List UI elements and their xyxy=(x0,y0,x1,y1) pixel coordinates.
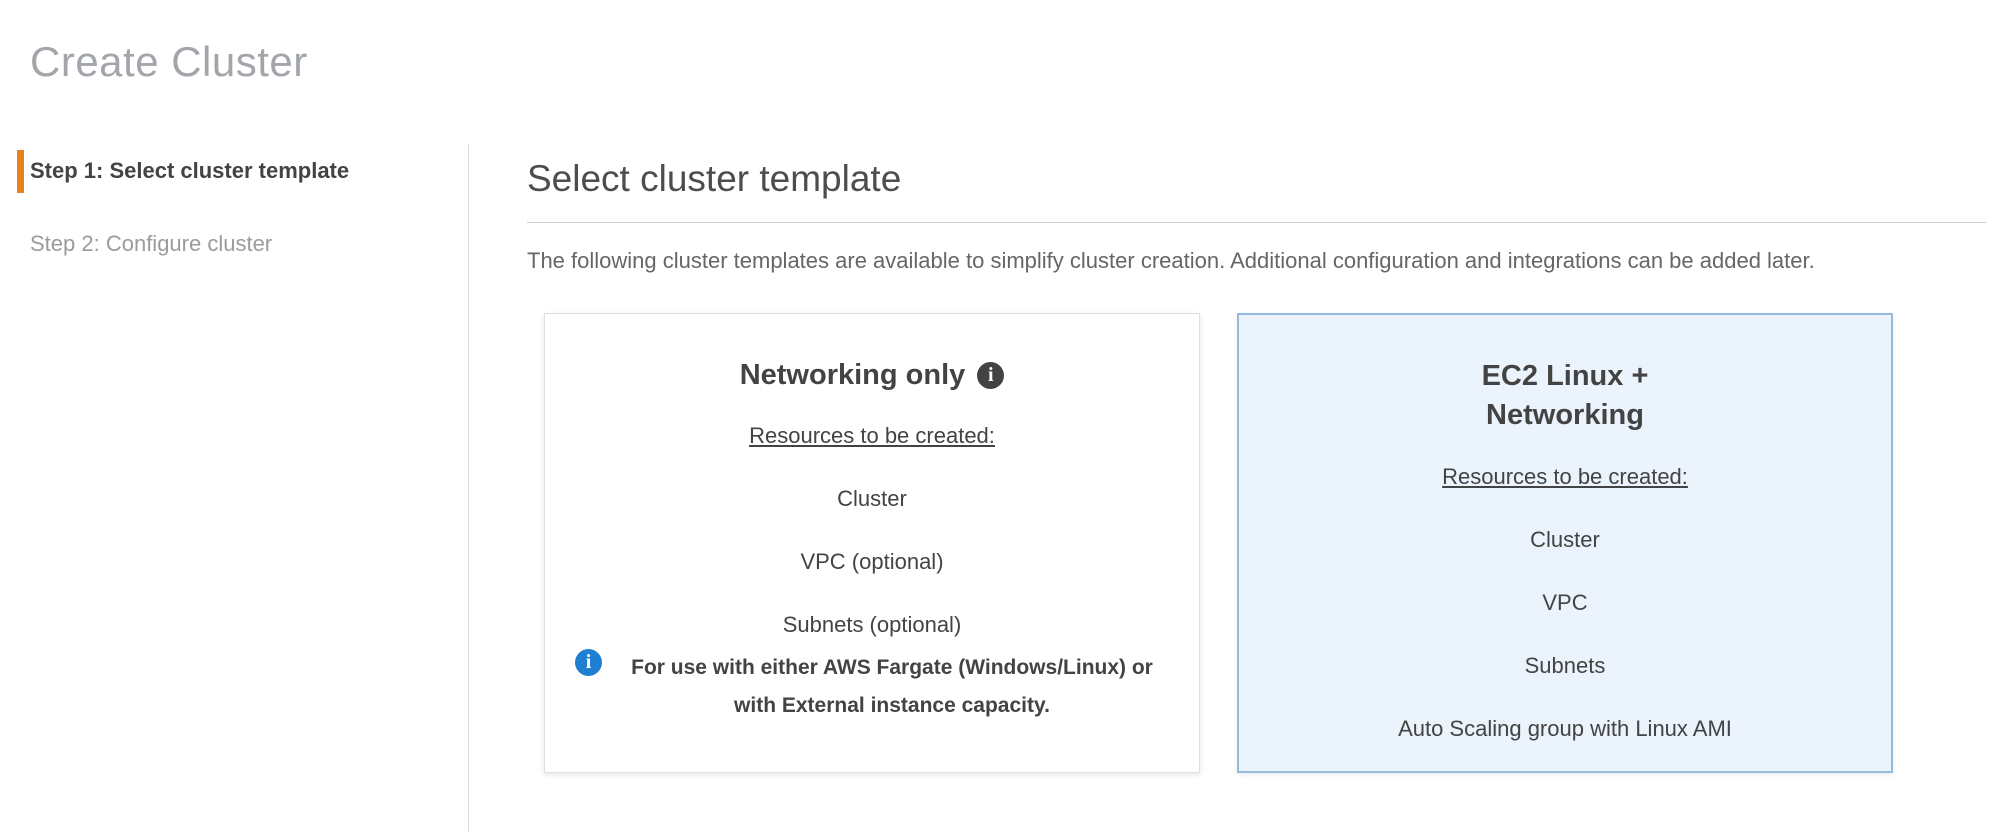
sidebar-step-2-configure-cluster[interactable]: Step 2: Configure cluster xyxy=(30,230,273,256)
info-icon: i xyxy=(575,648,602,676)
page-title: Create Cluster xyxy=(30,38,308,85)
card-title-row: EC2 Linux + Networking xyxy=(1420,357,1710,435)
template-card-ec2-linux-networking[interactable]: EC2 Linux + Networking Resources to be c… xyxy=(1237,313,1893,774)
resource-item: Cluster xyxy=(837,486,907,512)
resources-to-be-created-label: Resources to be created: xyxy=(1442,463,1688,489)
resource-item: VPC (optional) xyxy=(800,549,944,575)
template-card-networking-only[interactable]: Networking only i Resources to be create… xyxy=(544,313,1200,774)
resource-item: Subnets xyxy=(1524,652,1606,678)
content-layout: Step 1: Select cluster template Step 2: … xyxy=(0,144,1999,832)
template-cards-row: Networking only i Resources to be create… xyxy=(544,313,1986,774)
fargate-usage-note-text: For use with either AWS Fargate (Windows… xyxy=(631,655,1153,718)
section-description: The following cluster templates are avai… xyxy=(527,248,1815,273)
card-title-networking-only: Networking only xyxy=(739,359,966,392)
resource-item: Subnets (optional) xyxy=(782,612,962,638)
card-title-ec2-linux-networking: EC2 Linux + Networking xyxy=(1481,360,1649,432)
wizard-steps-sidebar: Step 1: Select cluster template Step 2: … xyxy=(0,144,469,832)
resource-item: Auto Scaling group with Linux AMI xyxy=(1398,715,1732,741)
resource-item: Cluster xyxy=(1530,526,1600,552)
heading-divider xyxy=(527,222,1986,223)
resource-item: VPC xyxy=(1542,589,1588,615)
fargate-usage-note: i For use with either AWS Fargate (Windo… xyxy=(575,648,1169,727)
card-title-row: Networking only i xyxy=(740,356,1005,395)
section-heading: Select cluster template xyxy=(527,158,902,199)
info-icon[interactable]: i xyxy=(977,362,1005,390)
sidebar-step-1-select-cluster-template[interactable]: Step 1: Select cluster template xyxy=(17,150,468,193)
resources-to-be-created-label: Resources to be created: xyxy=(749,423,995,449)
main-panel: Select cluster template The following cl… xyxy=(469,144,1999,832)
